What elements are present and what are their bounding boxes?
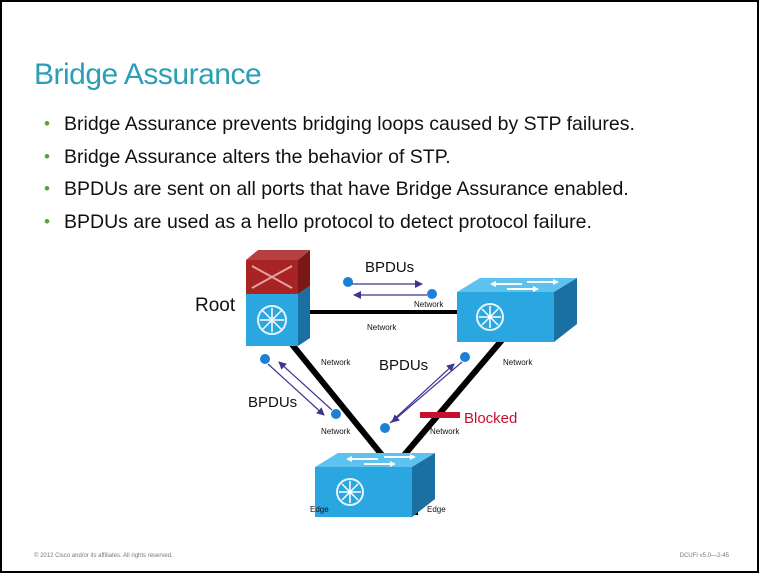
link-right-edge <box>397 338 505 462</box>
bullet-item: • Bridge Assurance alters the behavior of… <box>42 141 635 174</box>
bullet-text: BPDUs are sent on all ports that have Br… <box>64 178 629 200</box>
bullet-text: Bridge Assurance alters the behavior of … <box>64 145 451 168</box>
bpdu-arrow-up <box>278 361 333 411</box>
bpdu-arrow-up-right <box>389 363 455 424</box>
network-port-label: Network <box>503 358 533 367</box>
network-port-label: Network <box>321 358 351 367</box>
network-port-label: Network <box>321 427 351 436</box>
right-switch-icon <box>457 278 577 342</box>
edge-switch-icon <box>315 453 435 517</box>
edge-port-label: Edge <box>427 505 446 514</box>
bullet-item: • BPDUs are used as a hello protocol to d… <box>42 206 635 239</box>
root-switch-icon <box>246 250 310 346</box>
slide-title: Bridge Assurance <box>34 58 262 91</box>
bpdu-arrow-down-left <box>391 361 463 423</box>
bpdu-dot <box>427 289 437 299</box>
bpdus-left-label: BPDUs <box>248 394 297 411</box>
network-port-label: Network <box>430 427 460 436</box>
bullet-dot-icon: • <box>44 114 50 133</box>
bpdu-arrow-down <box>267 363 325 416</box>
bpdus-top-label: BPDUs <box>365 259 414 276</box>
bullet-text: BPDUs are used as a hello protocol to de… <box>64 210 592 233</box>
blocked-label: Blocked <box>464 410 517 427</box>
root-label: Root <box>195 295 236 316</box>
network-link-label: Network <box>367 323 397 332</box>
bullet-dot-icon: • <box>44 179 50 198</box>
bullet-dot-icon: • <box>44 211 50 231</box>
link-root-edge <box>287 340 389 462</box>
bpdu-dot <box>260 354 270 364</box>
bpdu-dot <box>380 423 390 433</box>
edge-port-label: Edge <box>310 505 329 514</box>
bpdu-dot <box>343 277 353 287</box>
bullet-item: • BPDUs are sent on all ports that have B… <box>42 173 635 206</box>
bpdu-dot <box>331 409 341 419</box>
bpdus-center-label: BPDUs <box>379 357 428 374</box>
blocked-port-bar <box>420 412 460 418</box>
bullet-item: • Bridge Assurance prevents bridging loop… <box>42 108 635 141</box>
network-port-label: Network <box>414 300 444 309</box>
bullet-text: Bridge Assurance prevents bridging loops… <box>64 113 635 135</box>
bullet-dot-icon: • <box>44 146 50 166</box>
bullet-list: • Bridge Assurance prevents bridging loop… <box>42 108 635 238</box>
course-footer: DCUFI v5.0—2-45 <box>679 553 729 559</box>
bpdu-dot <box>460 352 470 362</box>
copyright-footer: © 2012 Cisco and/or its affiliates. All … <box>34 553 173 559</box>
